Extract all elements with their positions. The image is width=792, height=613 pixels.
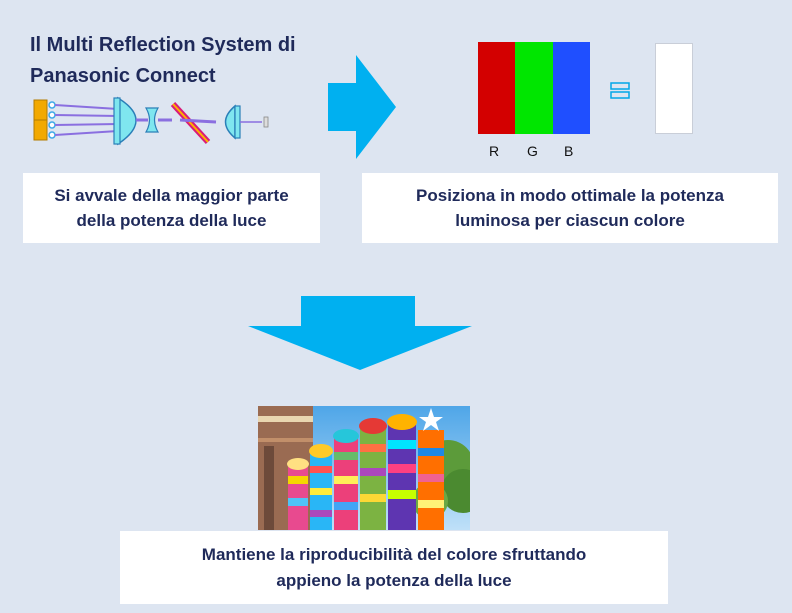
left-caption-line1: Si avvale della maggior parte: [54, 186, 289, 205]
rgb-color-blocks: [478, 42, 590, 134]
left-caption-line2: della potenza della luce: [76, 211, 267, 230]
equals-icon: [610, 82, 630, 99]
tanabata-streamers-photo: [258, 406, 470, 530]
blue-block: [552, 42, 590, 134]
down-arrow-icon: [248, 296, 472, 370]
right-caption-line2: luminosa per ciascun colore: [455, 211, 685, 230]
bottom-caption-line1: Mantiene la riproducibilità del colore s…: [201, 544, 587, 564]
rgb-label-g: G: [527, 143, 538, 159]
right-caption-line1: Posiziona in modo ottimale la potenza: [416, 186, 724, 205]
bottom-caption-line2: appieno la potenza della luce: [276, 570, 512, 590]
rgb-label-r: R: [489, 143, 500, 159]
diagram-title: Il Multi Reflection System di Panasonic …: [30, 34, 296, 87]
white-light-block: [655, 43, 693, 134]
red-block: [478, 42, 516, 134]
right-arrow-icon: [328, 55, 396, 159]
right-caption-box: Posiziona in modo ottimale la potenza lu…: [362, 173, 778, 243]
bottom-caption-box: Mantiene la riproducibilità del colore s…: [120, 531, 668, 604]
left-caption-box: Si avvale della maggior parte della pote…: [23, 173, 320, 243]
green-block: [515, 42, 553, 134]
optical-path-diagram-icon: [33, 96, 269, 146]
rgb-label-b: B: [564, 143, 574, 159]
